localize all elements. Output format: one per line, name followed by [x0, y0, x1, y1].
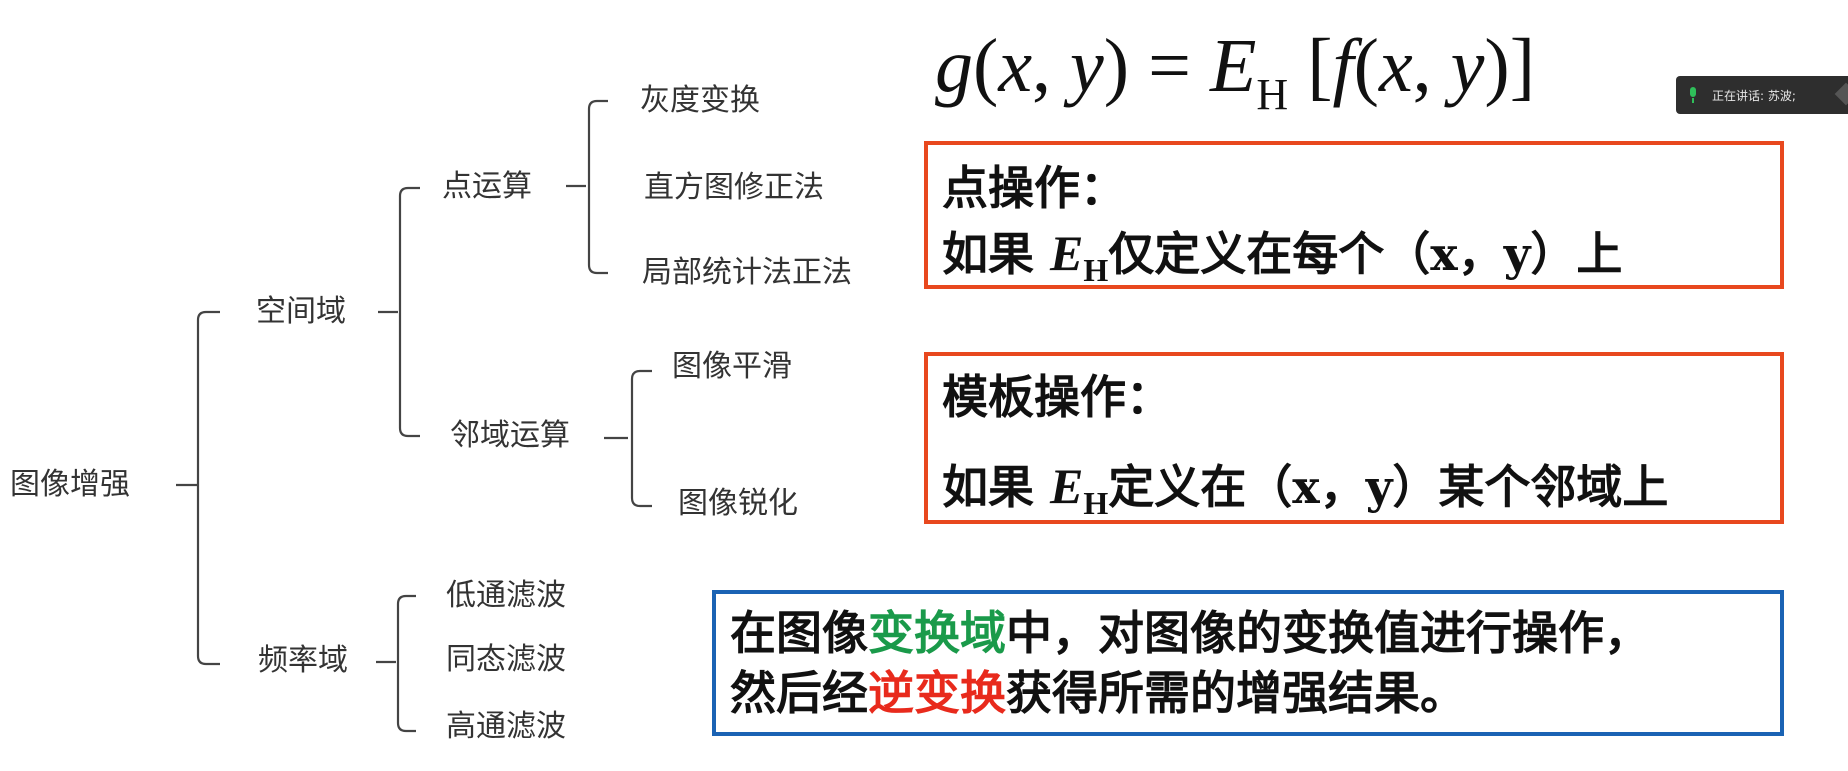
formula-H: H	[1256, 70, 1289, 119]
point-box-h: H	[1083, 252, 1109, 288]
microphone-icon	[1688, 87, 1698, 103]
node-frequency: 频率域	[258, 643, 348, 678]
freq-l2-highlight: 逆变换	[868, 666, 1006, 720]
template-box-h: H	[1083, 485, 1109, 521]
freq-l1-b: 中，对图像的变换值进行操作，	[1006, 606, 1650, 660]
freq-l1-a: 在图像	[730, 606, 868, 660]
template-box-suffix: 定义在（x，y）某个邻域上	[1108, 460, 1669, 514]
speaking-indicator[interactable]: 正在讲话: 苏波;	[1676, 76, 1848, 114]
template-box-description: 如果 EH定义在（x，y）某个邻域上	[942, 456, 1668, 522]
node-histogram: 直方图修正法	[644, 170, 824, 205]
bracket-root	[196, 310, 220, 666]
node-lowpass: 低通滤波	[446, 578, 566, 613]
formula-f: f	[1332, 24, 1354, 108]
formula-y2: y	[1450, 24, 1485, 108]
point-box-eh: EH	[1050, 225, 1108, 288]
formula-open1: (	[973, 24, 999, 108]
formula-eq: =	[1129, 24, 1210, 108]
freq-l2-a: 然后经	[730, 666, 868, 720]
point-box-title: 点操作：	[942, 161, 1126, 215]
formula-g: g	[935, 24, 973, 108]
freq-box-line2: 然后经逆变换获得所需的增强结果。	[730, 666, 1466, 721]
template-operation-box: 模板操作： 如果 EH定义在（x，y）某个邻域上	[924, 352, 1784, 524]
freq-box-line1: 在图像变换域中，对图像的变换值进行操作，	[730, 606, 1650, 661]
formula-comma: ,	[1032, 24, 1071, 108]
formula-open2: (	[1353, 24, 1379, 108]
freq-l1-highlight: 变换域	[868, 606, 1006, 660]
formula-close1: )	[1103, 24, 1130, 108]
point-operation-box: 点操作： 如果 EH仅定义在每个（x，y）上	[924, 141, 1784, 289]
point-box-suffix: 仅定义在每个（x，y）上	[1108, 227, 1623, 281]
formula-close2: )]	[1484, 24, 1536, 108]
formula-x: x	[998, 24, 1033, 108]
formula-y: y	[1070, 24, 1104, 108]
expand-handle-icon[interactable]	[1834, 82, 1848, 106]
formula-x2: x	[1378, 24, 1413, 108]
speaking-text: 正在讲话: 苏波;	[1712, 88, 1796, 103]
freq-l2-b: 获得所需的增强结果。	[1006, 666, 1466, 720]
bracket-neighborhood	[630, 369, 652, 508]
node-gray-transform: 灰度变换	[640, 83, 760, 118]
bracket-spatial	[398, 186, 420, 438]
formula-comma2: ,	[1412, 24, 1451, 108]
point-box-prefix: 如果	[942, 227, 1051, 281]
point-box-e: E	[1050, 225, 1084, 281]
node-highpass: 高通滤波	[446, 709, 566, 744]
formula-bracket-open: [	[1288, 24, 1333, 108]
node-local-stats: 局部统计法正法	[642, 255, 852, 290]
node-sharpening: 图像锐化	[678, 486, 798, 521]
node-point-op: 点运算	[442, 169, 532, 204]
node-homomorphic: 同态滤波	[446, 642, 566, 677]
formula-E: E	[1209, 24, 1257, 108]
frequency-domain-box: 在图像变换域中，对图像的变换值进行操作， 然后经逆变换获得所需的增强结果。	[712, 590, 1784, 736]
node-neighborhood-op: 邻域运算	[450, 418, 570, 453]
node-root: 图像增强	[10, 467, 130, 502]
template-box-title: 模板操作：	[942, 370, 1172, 424]
bracket-frequency	[396, 594, 416, 733]
node-smoothing: 图像平滑	[672, 349, 792, 384]
point-box-description: 如果 EH仅定义在每个（x，y）上	[942, 223, 1622, 289]
bracket-point	[587, 99, 608, 275]
template-box-eh: EH	[1050, 458, 1108, 521]
enhancement-formula: g(x, y) = EH [f(x, y)]	[935, 28, 1535, 117]
node-spatial: 空间域	[256, 294, 346, 329]
template-box-prefix: 如果	[942, 460, 1051, 514]
template-box-e: E	[1050, 458, 1084, 514]
